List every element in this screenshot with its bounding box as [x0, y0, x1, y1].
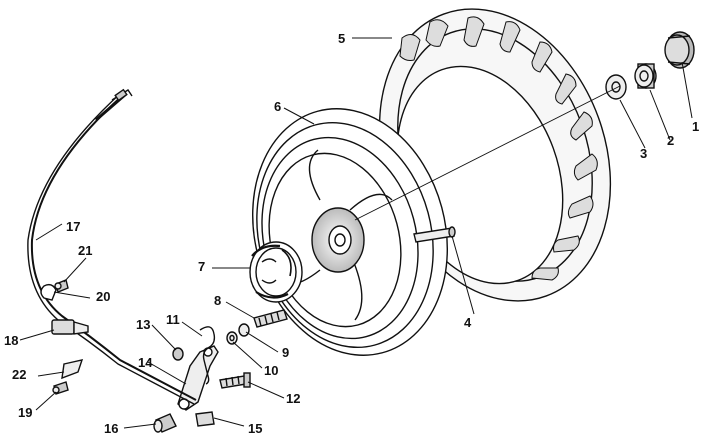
part-label-8: 8 [214, 293, 222, 308]
spacer-washer [605, 74, 627, 100]
cable-bracket [61, 359, 84, 380]
part-label-2: 2 [667, 133, 675, 148]
lever-bolt [219, 372, 251, 389]
part-label-10: 10 [264, 363, 279, 378]
part-label-18: 18 [4, 333, 19, 348]
cable-pin [195, 411, 215, 427]
axle-line [354, 85, 621, 221]
cable-clip [40, 283, 57, 301]
part-label-22: 22 [12, 367, 27, 382]
part-label-7: 7 [198, 259, 206, 274]
part-label-20: 20 [96, 289, 111, 304]
part-label-11: 11 [166, 312, 180, 327]
part-label-14: 14 [138, 355, 153, 370]
part-label-21: 21 [78, 243, 93, 258]
axle-nut [634, 63, 657, 89]
part-label-4: 4 [464, 315, 472, 330]
tyre-valve [413, 226, 456, 243]
part-label-5: 5 [338, 31, 346, 46]
part-label-3: 3 [640, 146, 648, 161]
bracket-screw [52, 381, 69, 395]
brake-cable [27, 88, 197, 405]
part-label-19: 19 [18, 405, 33, 420]
leader-lines [19, 37, 693, 429]
part-label-9: 9 [282, 345, 290, 360]
part-label-17: 17 [66, 219, 81, 234]
brake-camshaft [253, 309, 288, 328]
cable-guide [51, 319, 89, 335]
return-spring [199, 326, 216, 385]
part-label-1: 1 [692, 119, 700, 134]
adjuster-nut [153, 413, 177, 433]
clip-screw [54, 279, 69, 293]
lever-nut [172, 347, 184, 361]
felt-washer [238, 323, 250, 337]
part-label-16: 16 [104, 421, 119, 436]
part-label-6: 6 [274, 99, 282, 114]
flat-washer [226, 331, 238, 345]
part-label-12: 12 [286, 391, 301, 406]
brake-shoes [249, 241, 303, 303]
part-label-13: 13 [136, 317, 151, 332]
part-label-15: 15 [248, 421, 263, 436]
brake-lever [177, 345, 219, 411]
hub-cover [664, 31, 695, 69]
